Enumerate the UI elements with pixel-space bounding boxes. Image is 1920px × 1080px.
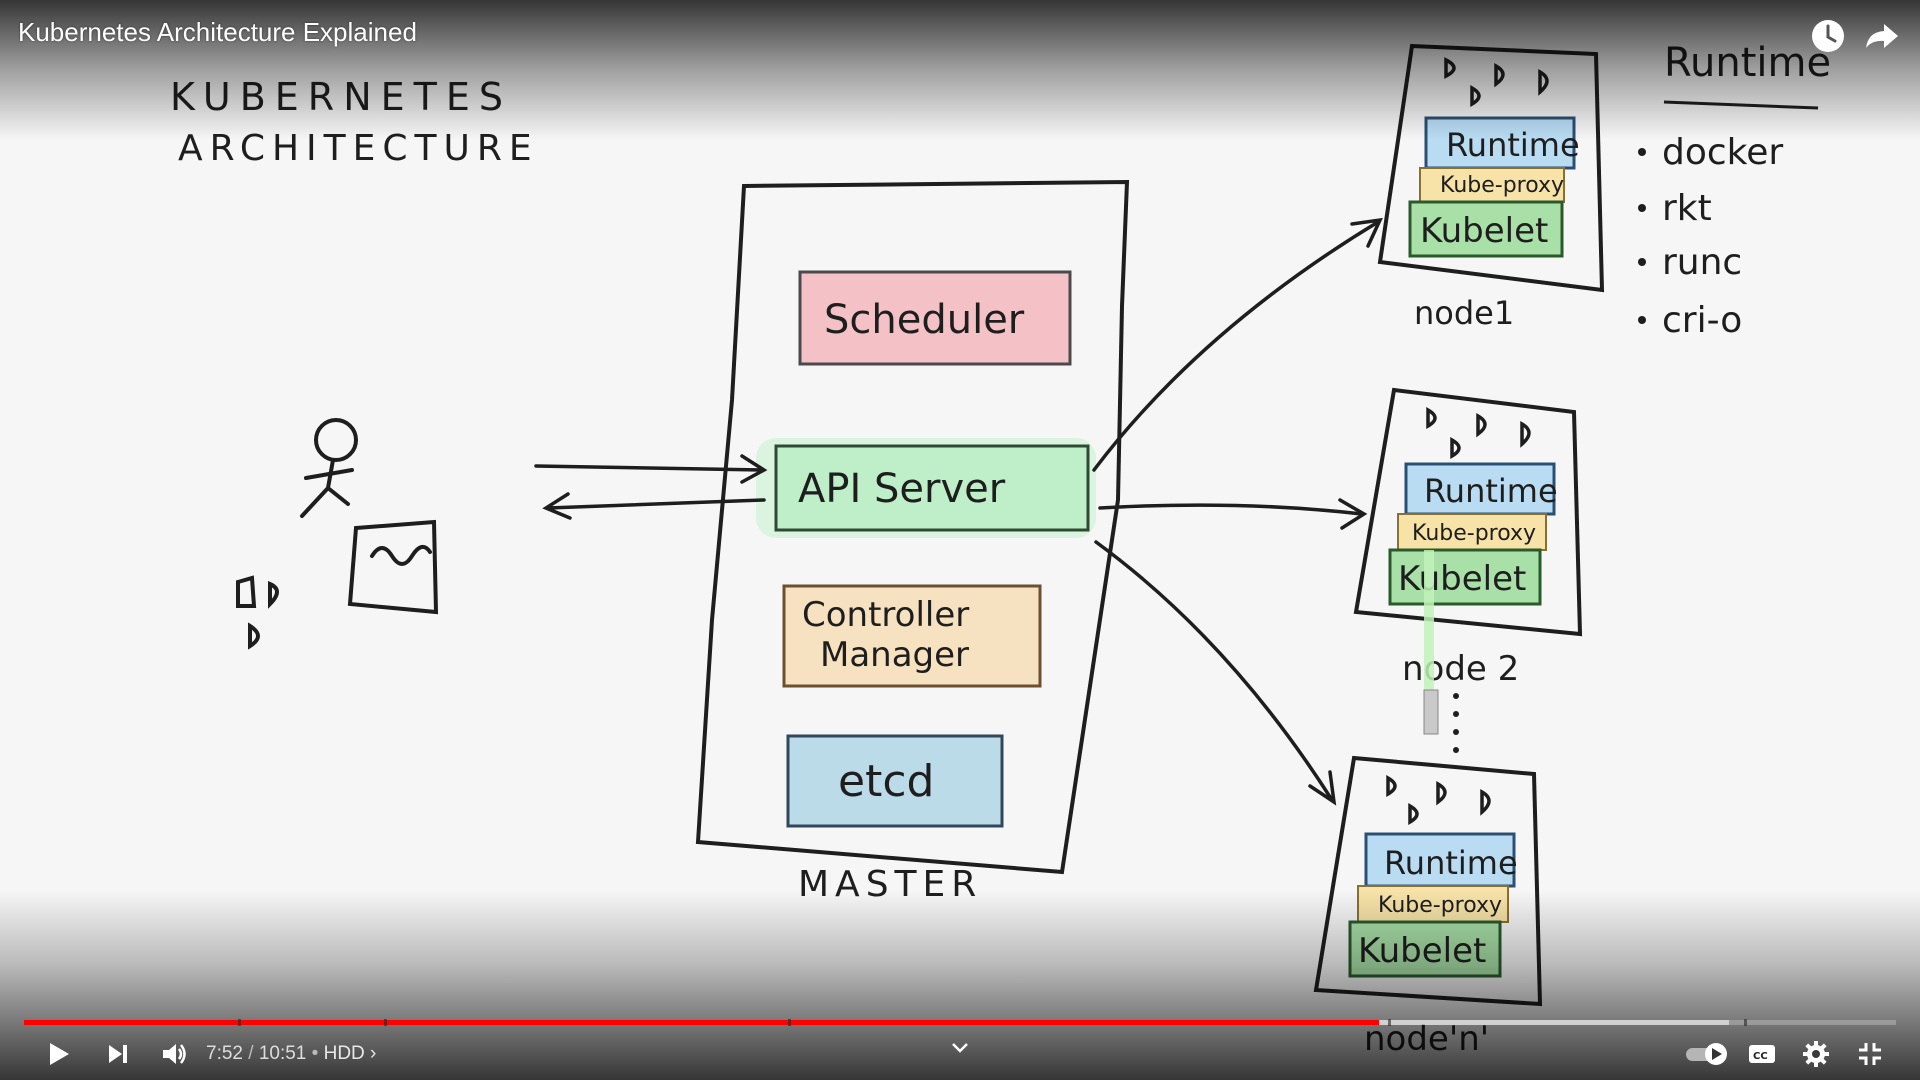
continuation-dots [1453, 693, 1459, 753]
skip-next-icon [109, 1045, 127, 1063]
progress-played [24, 1020, 1380, 1025]
current-time: 7:52 [206, 1043, 243, 1064]
duration: 10:51 [258, 1043, 307, 1064]
node-n-proxy-label: Kube-proxy [1378, 893, 1502, 918]
etcd-label: etcd [838, 756, 934, 807]
runtime-item-rkt: rkt [1662, 188, 1712, 229]
node-2-runtime-label: Runtime [1424, 472, 1558, 510]
captions-button[interactable]: CC [1740, 1030, 1784, 1078]
exit-fullscreen-button[interactable] [1848, 1030, 1892, 1078]
runtime-item-docker: docker [1662, 132, 1783, 173]
runtime-item-runc: runc [1662, 242, 1742, 283]
chevron-down-icon [952, 1043, 968, 1053]
player-controls: 7:52 / 10:51 • HDD › CC [0, 1030, 1920, 1080]
api-node-arrows [1092, 217, 1383, 806]
node-1-runtime-label: Runtime [1446, 126, 1580, 164]
api-server-box [774, 444, 1090, 532]
node-2-kubelet-label: Kubelet [1398, 559, 1526, 599]
next-button[interactable] [98, 1030, 138, 1078]
time-display: 7:52 / 10:51 • HDD › [206, 1043, 377, 1064]
etcd-box [786, 734, 1004, 828]
chapter-marker [238, 1019, 241, 1026]
node-1: Runtime Kube-proxy Kubelet node1 [1377, 43, 1605, 332]
clock-icon [1812, 20, 1844, 52]
node-2: Runtime Kube-proxy Kubelet node 2 [1353, 387, 1583, 753]
terminal-icon [347, 519, 439, 615]
node-n-runtime-label: Runtime [1384, 844, 1518, 882]
controller-manager-label-line-1: Controller [802, 595, 969, 635]
autoplay-toggle[interactable] [1680, 1030, 1736, 1078]
cc-icon: CC [1749, 1045, 1775, 1063]
settings-button[interactable] [1794, 1030, 1838, 1078]
node-n-kubelet-label: Kubelet [1358, 931, 1486, 971]
chapter-title[interactable]: HDD › [323, 1043, 377, 1064]
heading-line-2: ARCHITECTURE [178, 128, 539, 169]
controller-manager-box [782, 584, 1042, 688]
chapter-marker [384, 1019, 387, 1026]
mute-button[interactable] [152, 1030, 196, 1078]
watch-later-button[interactable] [1806, 14, 1850, 58]
highlight-marker [1424, 550, 1434, 690]
chapter-marker [788, 1019, 791, 1026]
node-n: Runtime Kube-proxy Kubelet [1313, 755, 1543, 1007]
scheduler-label: Scheduler [824, 297, 1025, 343]
chapter-marker [1744, 1019, 1747, 1026]
node-1-kubelet-label: Kubelet [1420, 211, 1548, 251]
chapter-marker [1388, 1019, 1391, 1026]
user-api-arrows [534, 454, 768, 520]
node-1-proxy-label: Kube-proxy [1440, 173, 1564, 198]
share-button[interactable] [1860, 14, 1904, 58]
controller-manager-label-line-2: Manager [820, 635, 969, 675]
play-button[interactable] [38, 1030, 78, 1078]
gear-icon [1803, 1041, 1829, 1067]
share-arrow-icon [1866, 24, 1898, 48]
node-1-label: node1 [1414, 294, 1514, 332]
expand-description-button[interactable] [944, 1030, 976, 1066]
runtime-item-cri-o: cri-o [1662, 300, 1742, 341]
scheduler-box [798, 270, 1072, 366]
exit-fullscreen-icon [1859, 1043, 1881, 1065]
api-server-label: API Server [798, 466, 1006, 512]
heading-line-1: KUBERNETES [170, 75, 512, 119]
video-title[interactable]: Kubernetes Architecture Explained [18, 17, 417, 47]
pods-icon [236, 575, 279, 650]
play-icon [50, 1043, 69, 1065]
master-box [695, 179, 1130, 875]
node-2-label: node 2 [1402, 649, 1519, 689]
svg-text:CC: CC [1753, 1051, 1768, 1062]
volume-icon [163, 1044, 186, 1064]
master-label: MASTER [798, 864, 982, 905]
node-2-proxy-label: Kube-proxy [1412, 521, 1536, 546]
runtime-list: Runtime docker rkt runc cri-o [1638, 40, 1831, 341]
autoplay-toggle-icon [1686, 1043, 1727, 1065]
marker-pen [1423, 689, 1439, 735]
user-figure [300, 418, 358, 518]
progress-bar[interactable] [24, 1016, 1896, 1028]
